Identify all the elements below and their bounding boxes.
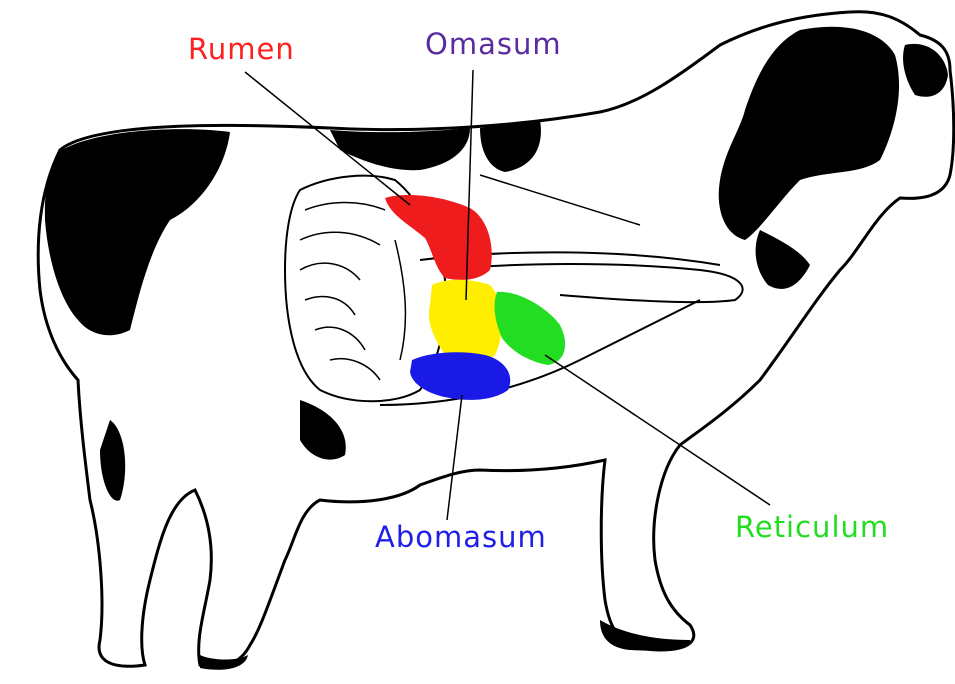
rump-spot — [45, 129, 230, 335]
chest-line — [480, 175, 640, 225]
abomasum-region — [410, 352, 510, 400]
reticulum-region — [495, 292, 566, 365]
rumen-label: Rumen — [188, 35, 295, 64]
muzzle-spot — [903, 44, 948, 97]
head-spot — [719, 27, 899, 240]
shoulder-spot — [480, 120, 541, 172]
rumen-folds — [300, 203, 405, 381]
leg-spot — [100, 420, 125, 501]
omasum-region — [429, 280, 502, 365]
omasum-label: Omasum — [425, 30, 562, 59]
back-spot — [330, 128, 470, 170]
belly-spot — [300, 400, 346, 460]
abomasum-leader — [447, 395, 462, 520]
neck-spot — [756, 230, 810, 289]
reticulum-leader — [545, 355, 770, 505]
reticulum-label: Reticulum — [735, 513, 889, 542]
abomasum-label: Abomasum — [375, 523, 547, 552]
